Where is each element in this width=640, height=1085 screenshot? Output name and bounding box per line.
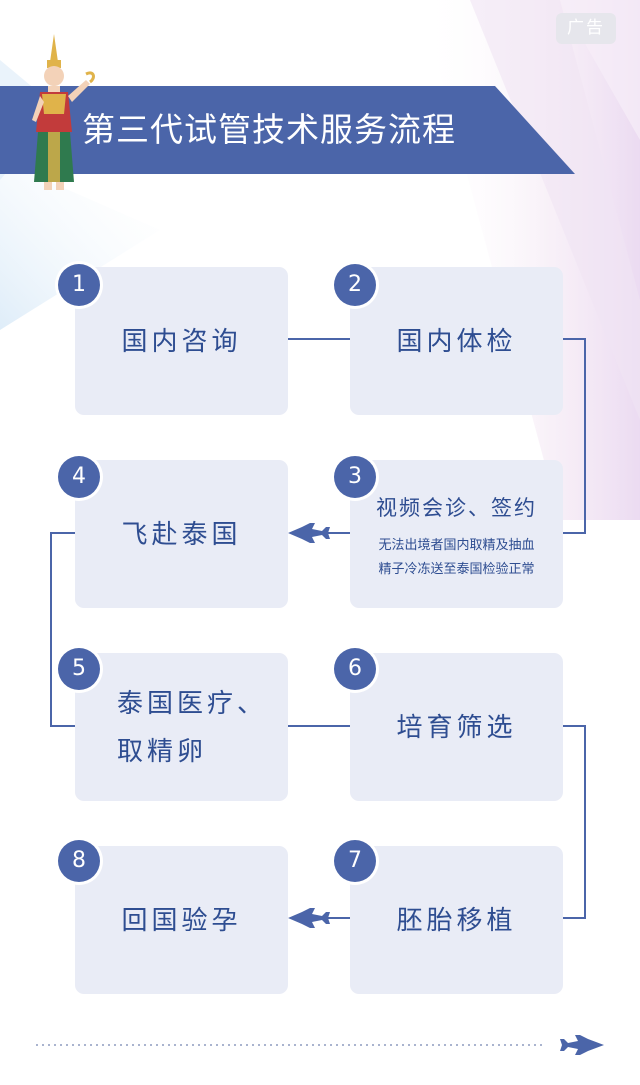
step-number-badge: 2	[334, 264, 376, 306]
step-title: 培育筛选	[396, 713, 517, 743]
step-card-7: 胚胎移植	[350, 846, 563, 994]
step-title-line: 泰国医疗、	[117, 689, 268, 719]
step-number-badge: 6	[334, 648, 376, 690]
step-title-line: 取精卵	[117, 737, 208, 767]
airplane-icon-footer	[560, 1035, 604, 1055]
step-number-badge: 7	[334, 840, 376, 882]
step-title: 回国验孕	[121, 906, 242, 936]
step-title: 国内体检	[396, 327, 517, 357]
thai-dancer-icon	[32, 34, 95, 190]
step-card-3: 视频会诊、签约 无法出境者国内取精及抽血 精子冷冻送至泰国检验正常	[350, 460, 563, 608]
airplane-icon-3-4	[288, 523, 330, 543]
step-note-line: 无法出境者国内取精及抽血	[378, 538, 535, 553]
step-number-badge: 1	[58, 264, 100, 306]
step-card-4: 飞赴泰国	[75, 460, 288, 608]
step-card-6: 培育筛选	[350, 653, 563, 801]
step-number-badge: 5	[58, 648, 100, 690]
step-title: 飞赴泰国	[121, 520, 242, 550]
step-title: 视频会诊、签约	[376, 496, 537, 520]
ad-badge[interactable]: 广告	[556, 13, 616, 44]
step-number-badge: 3	[334, 456, 376, 498]
title-banner	[0, 86, 575, 174]
airplane-icon-7-8	[288, 908, 330, 928]
step-title: 国内咨询	[121, 327, 242, 357]
step-card-8: 回国验孕	[75, 846, 288, 994]
step-note-line: 精子冷冻送至泰国检验正常	[378, 562, 535, 577]
step-number-badge: 4	[58, 456, 100, 498]
page-title: 第三代试管技术服务流程	[82, 110, 456, 149]
step-card-1: 国内咨询	[75, 267, 288, 415]
step-card-2: 国内体检	[350, 267, 563, 415]
step-title: 胚胎移植	[396, 906, 517, 936]
step-number-badge: 8	[58, 840, 100, 882]
step-card-5: 泰国医疗、 取精卵	[75, 653, 288, 801]
